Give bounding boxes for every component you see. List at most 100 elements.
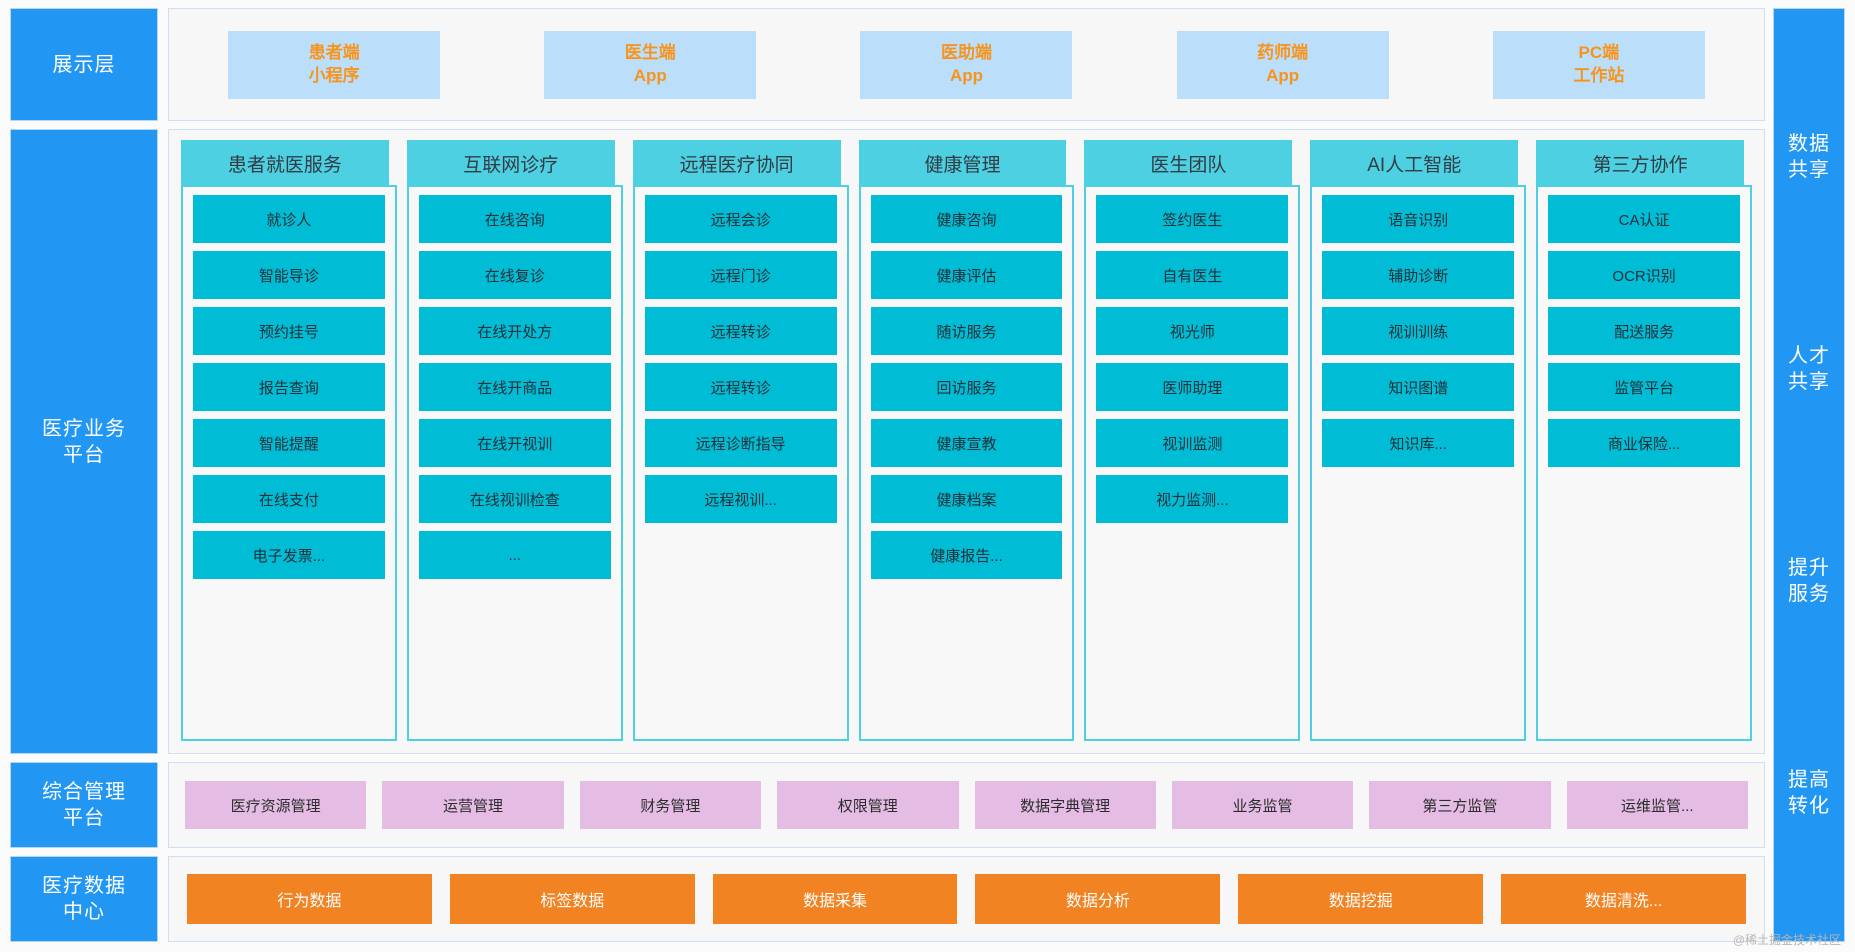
business-column-third-party: 第三方协作 CA认证 OCR识别 配送服务 监管平台 商业保险...: [1536, 140, 1753, 741]
business-item[interactable]: 健康宣教: [870, 419, 1063, 467]
business-item[interactable]: CA认证: [1548, 195, 1741, 243]
business-layer-panel: 患者就医服务 就诊人 智能导诊 预约挂号 报告查询 智能提醒 在线支付 电子发票…: [168, 129, 1765, 754]
business-item[interactable]: 远程诊断指导: [644, 419, 837, 467]
datacenter-item[interactable]: 数据清洗...: [1501, 874, 1746, 924]
datacenter-item[interactable]: 数据挖掘: [1238, 874, 1484, 924]
business-item[interactable]: 健康档案: [870, 475, 1063, 523]
management-item[interactable]: 业务监管: [1171, 781, 1354, 829]
business-item[interactable]: 视训训练: [1322, 307, 1515, 355]
presentation-layer-label: 展示层: [10, 8, 158, 121]
business-layer-label: 医疗业务 平台: [10, 129, 158, 754]
value-item-service-improvement: 提升 服务: [1788, 557, 1830, 605]
business-item[interactable]: 在线咨询: [418, 195, 611, 243]
management-item[interactable]: 医疗资源管理: [185, 781, 367, 829]
business-column-internet-diagnosis: 互联网诊疗 在线咨询 在线复诊 在线开处方 在线开商品 在线开视训 在线视训检查…: [406, 140, 623, 741]
business-column-title: 医生团队: [1084, 140, 1293, 186]
management-box-row: 医疗资源管理 运营管理 财务管理 权限管理 数据字典管理 业务监管 第三方监管 …: [169, 781, 1764, 829]
management-item[interactable]: 数据字典管理: [974, 781, 1156, 829]
presentation-box-doctor-app[interactable]: 医生端 App: [544, 30, 757, 99]
presentation-box-pharmacist-app[interactable]: 药师端 App: [1176, 30, 1389, 99]
business-item[interactable]: 知识库...: [1322, 419, 1515, 467]
business-item[interactable]: 监管平台: [1548, 363, 1741, 411]
datacenter-layer-panel: 行为数据 标签数据 数据采集 数据分析 数据挖掘 数据清洗...: [168, 856, 1765, 942]
business-layer-band: 医疗业务 平台 患者就医服务 就诊人 智能导诊 预约挂号 报告查询 智能提醒 在…: [10, 129, 1765, 754]
business-item[interactable]: 配送服务: [1548, 307, 1741, 355]
business-item[interactable]: 语音识别: [1322, 195, 1515, 243]
management-item[interactable]: 财务管理: [579, 781, 762, 829]
business-item[interactable]: 回访服务: [870, 363, 1063, 411]
diagram-main-column: 展示层 患者端 小程序 医生端 App 医助端 App 药师端 App PC端 …: [10, 8, 1765, 942]
business-item[interactable]: 报告查询: [193, 363, 385, 411]
presentation-box-pc-workstation[interactable]: PC端 工作站: [1492, 30, 1705, 99]
business-column-title: 远程医疗协同: [632, 140, 841, 186]
datacenter-item[interactable]: 行为数据: [187, 874, 432, 924]
business-column-body: 语音识别 辅助诊断 视训训练 知识图谱 知识库...: [1310, 185, 1527, 741]
business-item[interactable]: 签约医生: [1096, 195, 1289, 243]
business-column-body: CA认证 OCR识别 配送服务 监管平台 商业保险...: [1536, 185, 1753, 741]
presentation-box-assistant-app[interactable]: 医助端 App: [860, 30, 1073, 99]
business-item[interactable]: 医师助理: [1096, 363, 1289, 411]
business-item[interactable]: 在线视训检查: [418, 475, 611, 523]
business-column-body: 就诊人 智能导诊 预约挂号 报告查询 智能提醒 在线支付 电子发票...: [181, 185, 397, 741]
business-column-title: 患者就医服务: [181, 140, 389, 186]
business-item[interactable]: 智能导诊: [193, 251, 385, 299]
business-item[interactable]: 远程会诊: [644, 195, 837, 243]
datacenter-box-row: 行为数据 标签数据 数据采集 数据分析 数据挖掘 数据清洗...: [169, 874, 1764, 924]
management-item[interactable]: 权限管理: [777, 781, 959, 829]
business-item[interactable]: 预约挂号: [193, 307, 385, 355]
datacenter-item[interactable]: 数据分析: [975, 874, 1221, 924]
datacenter-item[interactable]: 标签数据: [449, 874, 695, 924]
business-item[interactable]: 远程视训...: [644, 475, 837, 523]
datacenter-layer-label: 医疗数据 中心: [10, 856, 158, 942]
business-item[interactable]: 随访服务: [870, 307, 1063, 355]
business-item[interactable]: 电子发票...: [193, 531, 385, 579]
business-item[interactable]: 远程转诊: [644, 307, 837, 355]
business-item[interactable]: 健康评估: [870, 251, 1063, 299]
management-item[interactable]: 运营管理: [382, 781, 564, 829]
management-layer-band: 综合管理 平台 医疗资源管理 运营管理 财务管理 权限管理 数据字典管理 业务监…: [10, 762, 1765, 848]
management-item[interactable]: 第三方监管: [1369, 781, 1551, 829]
presentation-layer-band: 展示层 患者端 小程序 医生端 App 医助端 App 药师端 App PC端 …: [10, 8, 1765, 121]
business-column-title: 第三方协作: [1536, 140, 1745, 186]
business-item[interactable]: 在线开处方: [418, 307, 611, 355]
value-item-conversion-improvement: 提高 转化: [1788, 769, 1830, 817]
business-item[interactable]: 在线开商品: [418, 363, 611, 411]
business-item[interactable]: 在线开视训: [418, 419, 611, 467]
business-item[interactable]: 就诊人: [193, 195, 385, 243]
business-item[interactable]: 知识图谱: [1322, 363, 1515, 411]
management-item[interactable]: 运维监管...: [1566, 781, 1748, 829]
datacenter-layer-band: 医疗数据 中心 行为数据 标签数据 数据采集 数据分析 数据挖掘 数据清洗...: [10, 856, 1765, 942]
business-column-body: 签约医生 自有医生 视光师 医师助理 视训监测 视力监测...: [1084, 185, 1301, 741]
business-item[interactable]: 自有医生: [1096, 251, 1289, 299]
business-item[interactable]: 智能提醒: [193, 419, 385, 467]
business-item[interactable]: 健康报告...: [870, 531, 1063, 579]
business-column-patient-service: 患者就医服务 就诊人 智能导诊 预约挂号 报告查询 智能提醒 在线支付 电子发票…: [181, 140, 397, 741]
business-column-title: AI人工智能: [1310, 140, 1519, 186]
business-column-doctor-team: 医生团队 签约医生 自有医生 视光师 医师助理 视训监测 视力监测...: [1084, 140, 1301, 741]
business-item[interactable]: 健康咨询: [870, 195, 1063, 243]
presentation-layer-panel: 患者端 小程序 医生端 App 医助端 App 药师端 App PC端 工作站: [168, 8, 1765, 121]
business-column-title: 健康管理: [858, 140, 1067, 186]
business-item[interactable]: 在线支付: [193, 475, 385, 523]
value-sidebar: 数据 共享 人才 共享 提升 服务 提高 转化: [1773, 8, 1845, 942]
business-column-ai: AI人工智能 语音识别 辅助诊断 视训训练 知识图谱 知识库...: [1310, 140, 1527, 741]
business-item[interactable]: 商业保险...: [1548, 419, 1741, 467]
business-item[interactable]: 视光师: [1096, 307, 1289, 355]
datacenter-item[interactable]: 数据采集: [712, 874, 958, 924]
business-item[interactable]: ...: [418, 531, 611, 579]
business-item[interactable]: 远程转诊: [644, 363, 837, 411]
business-item[interactable]: 在线复诊: [418, 251, 611, 299]
business-item[interactable]: 远程门诊: [644, 251, 837, 299]
business-column-remote-collaboration: 远程医疗协同 远程会诊 远程门诊 远程转诊 远程转诊 远程诊断指导 远程视训..…: [632, 140, 849, 741]
management-layer-panel: 医疗资源管理 运营管理 财务管理 权限管理 数据字典管理 业务监管 第三方监管 …: [168, 762, 1765, 848]
watermark-text: @稀土掘金技术社区: [1732, 933, 1841, 947]
business-item[interactable]: OCR识别: [1548, 251, 1741, 299]
business-column-title: 互联网诊疗: [406, 140, 615, 186]
value-item-talent-sharing: 人才 共享: [1788, 345, 1830, 393]
presentation-box-patient-miniprogram[interactable]: 患者端 小程序: [228, 30, 441, 99]
value-item-data-sharing: 数据 共享: [1788, 133, 1830, 181]
business-item[interactable]: 视力监测...: [1096, 475, 1289, 523]
business-item[interactable]: 辅助诊断: [1322, 251, 1515, 299]
business-item[interactable]: 视训监测: [1096, 419, 1289, 467]
